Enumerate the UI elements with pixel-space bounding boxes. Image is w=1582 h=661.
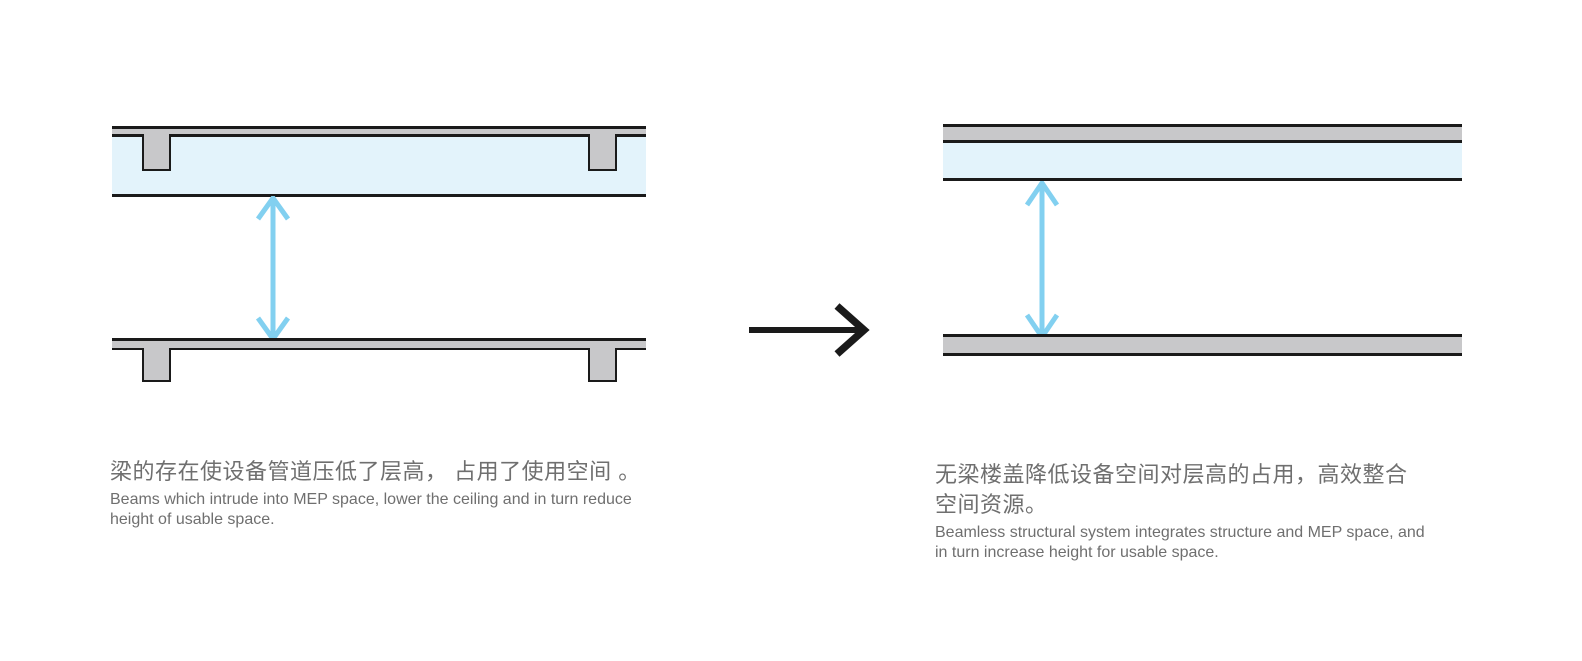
bottom-slab-lower-line [112,347,646,350]
mep-zone-band [943,143,1462,178]
top-slab-body [112,128,646,134]
beamless-caption-en: Beamless structural system integrates st… [935,524,1425,561]
bottom-slab-body [943,337,1462,353]
transform-arrow-icon [749,303,870,357]
beamed-floor-caption: 梁的存在使设备管道压低了层高， 占用了使用空间 。 Beams which in… [110,457,655,530]
ceiling-line [112,194,646,197]
height-arrow-icon [255,196,291,341]
bottom-slab-upper-line [943,334,1462,337]
beamless-caption-zh: 无梁楼盖降低设备空间对层高的占用，高效整合空间资源。 [935,462,1408,517]
drop-beam [142,347,171,382]
beamless-floor-caption: 无梁楼盖降低设备空间对层高的占用，高效整合空间资源。 Beamless stru… [935,460,1425,563]
top-slab-upper-line [943,124,1462,127]
height-arrow-icon [1024,181,1060,339]
beamed-caption-en: Beams which intrude into MEP space, lowe… [110,491,632,528]
beamed-caption-zh: 梁的存在使设备管道压低了层高， 占用了使用空间 。 [110,459,641,484]
bottom-slab-lower-line [943,353,1462,356]
ceiling-line [943,177,1462,181]
top-slab-lower-line [943,140,1462,143]
top-slab-lower-line [112,134,646,137]
drop-beam [588,347,617,382]
mep-zone-band [112,136,646,194]
bottom-slab-upper-line [112,338,646,341]
bottom-slab-body [112,340,646,348]
drop-beam [142,134,171,171]
top-slab-upper-line [112,126,646,129]
top-slab-body [943,127,1462,140]
drop-beam [588,134,617,171]
